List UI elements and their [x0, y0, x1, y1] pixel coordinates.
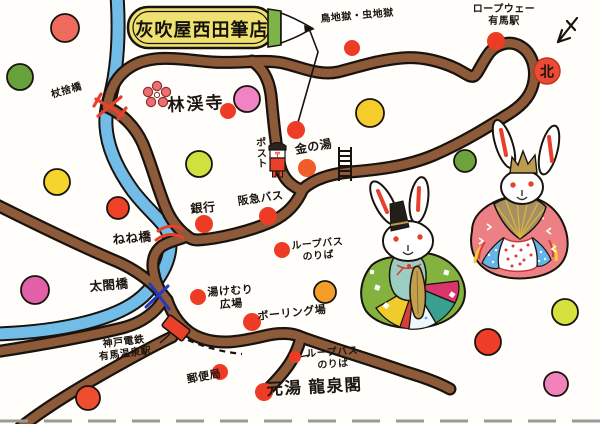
decor-dot — [474, 328, 502, 356]
nene-bridge-mark — [154, 224, 185, 242]
roads — [0, 36, 541, 424]
decor-dot — [50, 13, 80, 43]
decor-dot — [6, 63, 34, 91]
postbox-icon: 〒 — [268, 141, 287, 178]
label-bank: 銀行 — [189, 199, 217, 216]
taiko-bridge-mark — [144, 282, 171, 311]
decor-dots-layer — [6, 13, 579, 411]
poi-dot — [195, 215, 213, 233]
decor-dot — [355, 98, 385, 128]
compass-north-label: 北 — [540, 64, 554, 80]
label-post-box: ポ ス ト — [255, 137, 269, 170]
compass-north: 北 — [533, 16, 579, 85]
poi-dot — [287, 121, 305, 139]
decor-dot — [43, 168, 71, 196]
label-rinkeiji-temple: 林渓寺 — [167, 93, 225, 115]
decor-dot — [313, 280, 337, 304]
poi-dot — [298, 159, 316, 177]
plum-blossom-icon — [142, 80, 172, 108]
rabbit-doll-male — [360, 176, 466, 330]
decor-dot — [453, 149, 477, 173]
train-station-icon — [161, 314, 191, 342]
dashed-path — [187, 338, 243, 356]
shop-title: 灰吹屋西田筆店 — [135, 20, 269, 40]
decor-dot — [106, 196, 130, 220]
poi-dot — [289, 351, 301, 363]
poi-dot — [274, 242, 290, 258]
brush-green-band — [267, 8, 282, 48]
decor-dot — [233, 85, 261, 113]
decor-dot — [185, 150, 213, 178]
poi-dot — [255, 383, 273, 401]
decor-dot — [20, 275, 50, 305]
label-ropeway-arima-station: ロープウェー 有馬駅 — [472, 4, 536, 27]
pointer-line — [296, 30, 319, 127]
poi-dot — [344, 40, 360, 56]
svg-text:〒: 〒 — [274, 151, 281, 159]
label-loop-bus-stop-upper: ループバス のりば — [291, 236, 344, 263]
poi-dots-layer — [190, 32, 505, 401]
label-loop-bus-stop-lower: ループバス のりば — [306, 345, 359, 371]
decor-dot — [75, 385, 101, 411]
poi-dot — [243, 313, 261, 331]
poi-dot — [212, 364, 228, 380]
title-banner-brush — [126, 5, 319, 127]
rabbit-doll-female — [470, 119, 569, 280]
north-arrow-icon — [556, 16, 579, 44]
stairs-icon — [338, 147, 352, 181]
poi-dot — [487, 32, 505, 50]
station-label-connector — [159, 333, 171, 344]
tsuesute-bridge-mark — [92, 92, 128, 121]
label-yukemuri-plaza: 湯けむり 広場 — [207, 283, 254, 311]
decor-dot — [551, 298, 579, 326]
poi-dot — [190, 289, 206, 305]
poi-dot — [259, 207, 277, 225]
decor-dot — [543, 371, 569, 397]
poi-dot — [220, 103, 236, 119]
